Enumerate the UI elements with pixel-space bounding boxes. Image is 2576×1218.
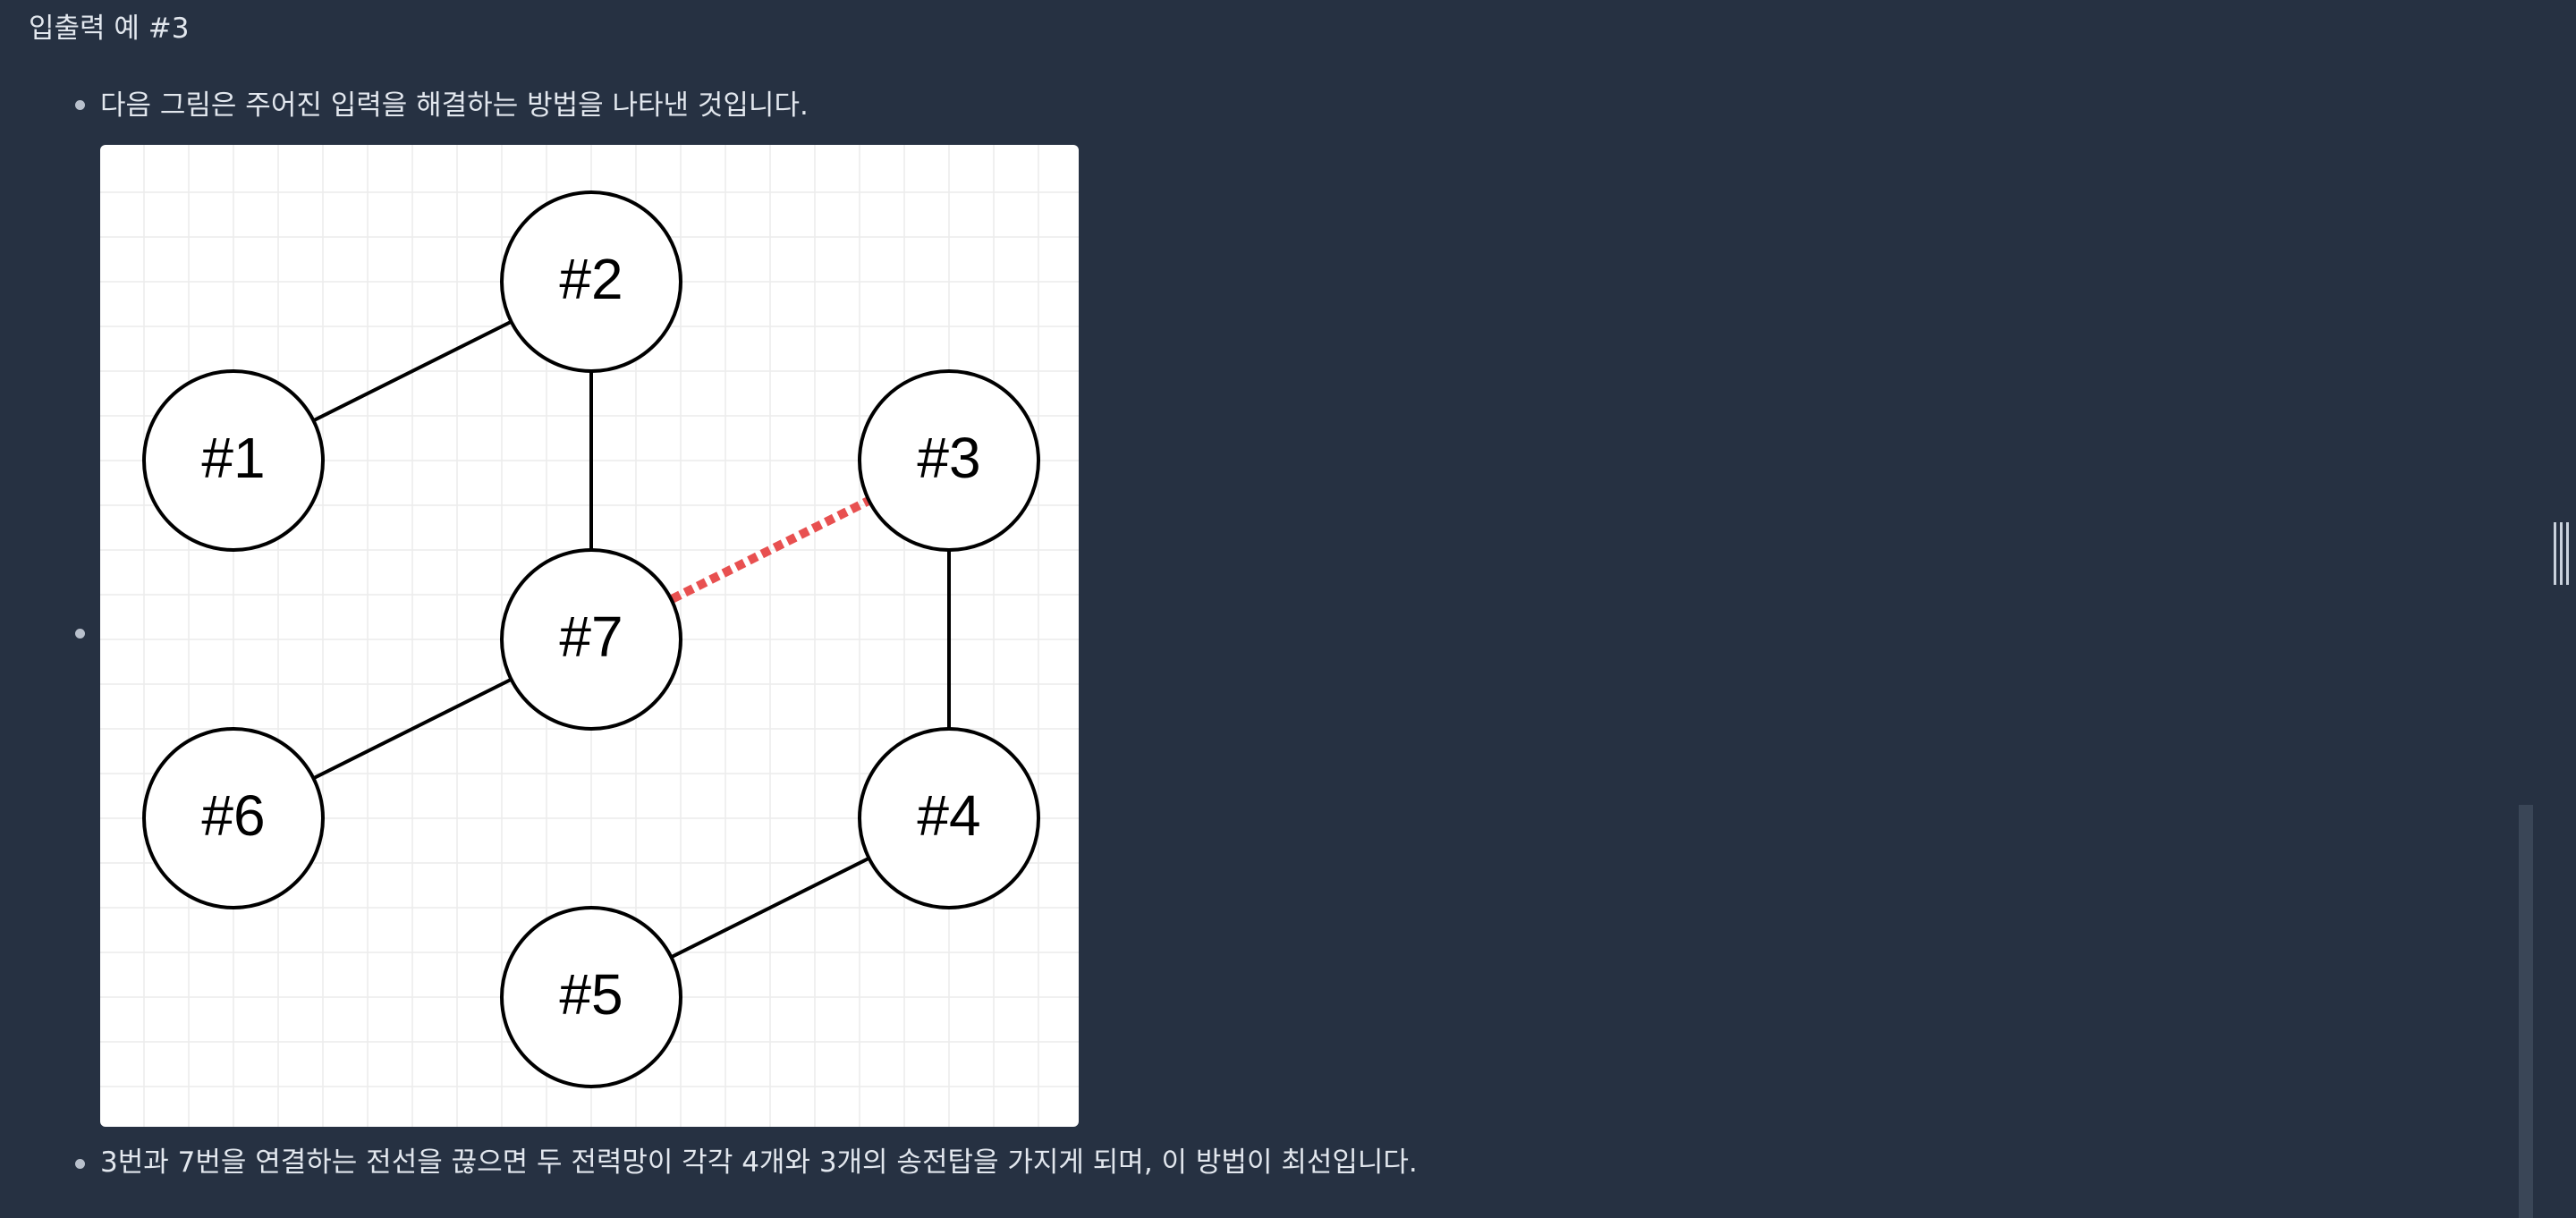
list-bullet — [75, 629, 85, 639]
node-circle — [142, 369, 325, 552]
network-diagram: #1 #2 #3 #4 #5 #6 #7 — [100, 145, 1079, 1127]
node-circle — [500, 906, 682, 1088]
node-6: #6 — [142, 727, 325, 909]
node-2: #2 — [500, 190, 682, 373]
scrollbar-thumb[interactable] — [2519, 805, 2533, 1218]
node-label: #1 — [201, 426, 265, 490]
panel-resize-handle[interactable] — [2552, 522, 2572, 585]
node-circle — [142, 727, 325, 909]
node-3: #3 — [858, 369, 1040, 552]
node-label: #4 — [917, 783, 980, 848]
list-bullet — [75, 100, 85, 110]
node-circle — [500, 190, 682, 373]
node-7: #7 — [500, 548, 682, 731]
node-label: #3 — [917, 426, 980, 490]
node-circle — [858, 727, 1040, 909]
node-4: #4 — [858, 727, 1040, 909]
node-label: #7 — [559, 605, 623, 669]
node-label: #6 — [201, 783, 265, 848]
node-label: #2 — [559, 247, 623, 311]
explanation-text: 3번과 7번을 연결하는 전선을 끊으면 두 전력망이 각각 4개와 3개의 송… — [100, 1146, 1418, 1179]
section-title: 입출력 예 #3 — [29, 13, 190, 45]
network-diagram-image: #1 #2 #3 #4 #5 #6 #7 — [100, 145, 1079, 1127]
node-5: #5 — [500, 906, 682, 1088]
list-bullet — [75, 1159, 85, 1169]
node-label: #5 — [559, 962, 623, 1027]
node-1: #1 — [142, 369, 325, 552]
node-circle — [858, 369, 1040, 552]
description-text: 다음 그림은 주어진 입력을 해결하는 방법을 나타낸 것입니다. — [100, 89, 809, 122]
node-circle — [500, 548, 682, 731]
diagram-nodes: #1 #2 #3 #4 #5 #6 #7 — [142, 190, 1040, 1088]
